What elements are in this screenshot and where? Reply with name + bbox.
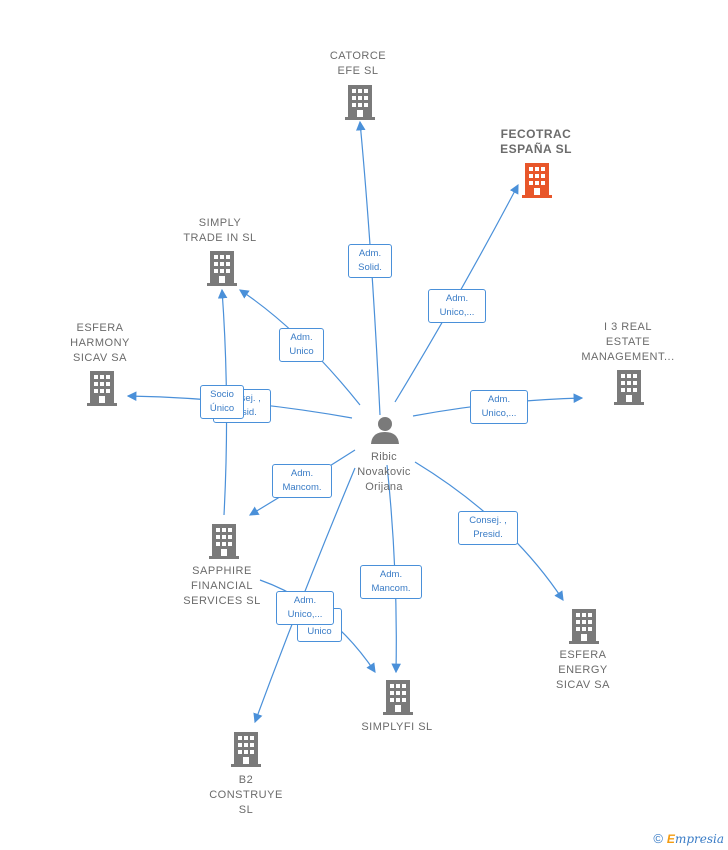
company-sapphire[interactable]: SAPPHIRE FINANCIAL SERVICES SL xyxy=(183,565,261,607)
company-i3-real[interactable]: I 3 REAL ESTATE MANAGEMENT... xyxy=(581,321,675,363)
footer-brand[interactable]: ©Empresia xyxy=(653,831,724,846)
company-simply-trade[interactable]: SIMPLY TRADE IN SL xyxy=(183,217,257,244)
company-catorce[interactable]: CATORCE EFE SL xyxy=(329,50,387,77)
relation-simplyfi[interactable]: Adm. Mancom. xyxy=(360,565,422,599)
company-esfera-energy[interactable]: ESFERA ENERGY SICAV SA xyxy=(556,649,610,691)
relation-esfera-energy[interactable]: Consej. , Presid. xyxy=(458,511,518,545)
building-icon-esfera-harmony xyxy=(87,371,117,406)
relation-i3-real[interactable]: Adm. Unico,... xyxy=(470,390,528,424)
building-icon-simplyfi xyxy=(383,680,413,715)
building-icon-simply-trade xyxy=(207,251,237,286)
relation-b2[interactable]: Adm. Unico,... xyxy=(276,591,334,625)
person-name[interactable]: Ribic Novakovic Orijana xyxy=(357,451,411,493)
building-icon-b2 xyxy=(231,732,261,767)
building-icon-catorce xyxy=(345,85,375,120)
brand-name: mpresia xyxy=(674,832,724,846)
relation-sapphire[interactable]: Adm. Mancom. xyxy=(272,464,332,498)
relation-fecotrac[interactable]: Adm. Unico,... xyxy=(428,289,486,323)
copyright-icon: © xyxy=(653,831,663,846)
relation-socio-unico[interactable]: Socio Único xyxy=(200,385,244,419)
building-icon-esfera-energy xyxy=(569,609,599,644)
company-esfera-harmony[interactable]: ESFERA HARMONY SICAV SA xyxy=(70,322,130,364)
company-fecotrac[interactable]: FECOTRAC ESPAÑA SL xyxy=(500,127,572,156)
building-icon-sapphire xyxy=(209,524,239,559)
relation-catorce[interactable]: Adm. Solid. xyxy=(348,244,392,278)
brand-initial: E xyxy=(666,832,675,846)
person-icon xyxy=(371,417,399,444)
company-simplyfi[interactable]: SIMPLYFI SL xyxy=(361,721,433,733)
relation-simply-trade[interactable]: Adm. Unico xyxy=(279,328,324,362)
building-icon-i3-real xyxy=(614,370,644,405)
building-icon-fecotrac xyxy=(522,163,552,198)
company-b2[interactable]: B2 CONSTRUYE SL xyxy=(209,774,283,816)
